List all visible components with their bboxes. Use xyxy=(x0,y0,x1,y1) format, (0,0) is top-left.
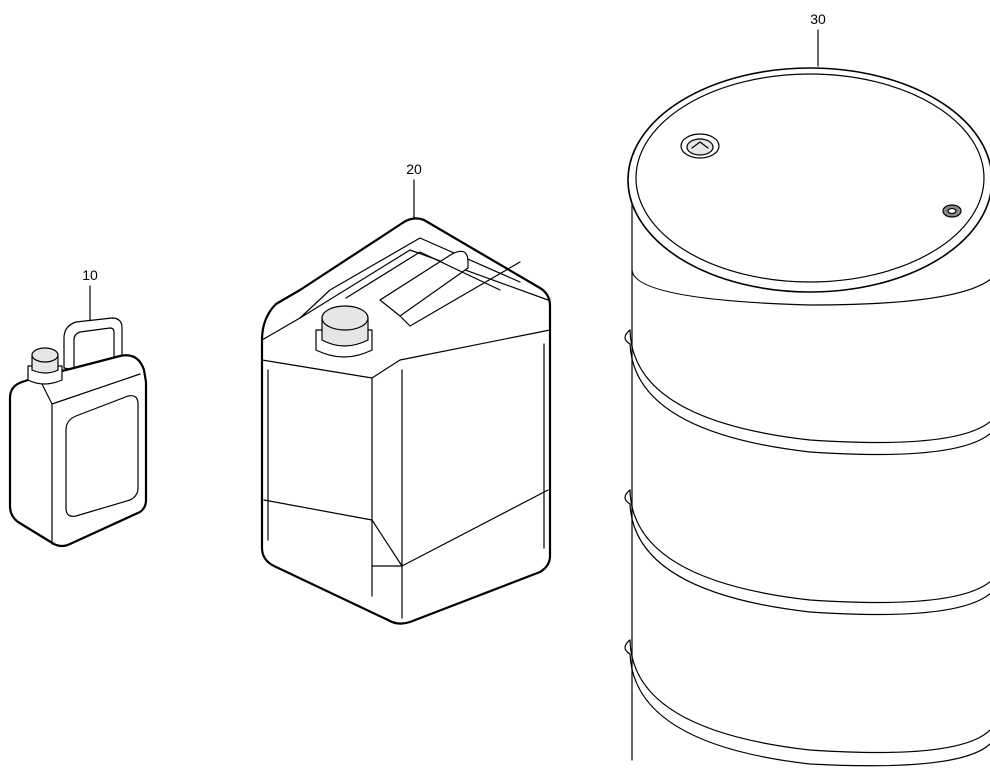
medium-container-bottom-band xyxy=(263,489,549,567)
drum-hoop-upper-b xyxy=(629,343,990,456)
drum-bottom-chime-end xyxy=(624,639,631,655)
drum: 30 xyxy=(624,11,990,767)
medium-container-handle-grip xyxy=(345,251,501,299)
medium-container-front-left xyxy=(261,359,373,597)
drum-bung-large-detail xyxy=(691,141,709,149)
drum-hoop-lower-b xyxy=(629,503,990,616)
small-container-edge-top xyxy=(51,373,141,405)
small-container-body xyxy=(8,354,148,548)
drum-hoop-lower-a xyxy=(629,489,990,604)
medium-container-top-ridge xyxy=(261,249,549,341)
medium-container-body xyxy=(260,217,552,625)
drum-top-rim-outer xyxy=(627,67,990,293)
small-container-label-panel xyxy=(65,395,139,517)
medium-container-front-top xyxy=(371,329,551,379)
drum-top-chime xyxy=(631,269,990,306)
medium-container-top-rim xyxy=(299,237,521,319)
small-container-cap-top xyxy=(31,347,59,363)
small-container: 10 xyxy=(8,267,148,548)
callout-10: 10 xyxy=(82,267,98,283)
drum-hoop-lower-end xyxy=(624,489,631,505)
drum-bottom-chime-b xyxy=(629,653,990,767)
medium-container-handle-side xyxy=(399,261,521,327)
medium-container-handle xyxy=(379,250,469,317)
drum-bottom-chime-a xyxy=(629,639,990,754)
drum-bung-small-inner xyxy=(947,207,957,215)
drum-hoop-upper-a xyxy=(629,329,990,444)
medium-container-cap-top xyxy=(321,305,369,331)
drum-hoop-upper-end xyxy=(624,329,631,345)
drum-top-rim-inner xyxy=(635,73,985,283)
callout-30: 30 xyxy=(810,11,826,27)
callout-20: 20 xyxy=(406,161,422,177)
medium-container: 20 xyxy=(260,161,552,625)
drum-bung-large-inner xyxy=(686,138,714,156)
